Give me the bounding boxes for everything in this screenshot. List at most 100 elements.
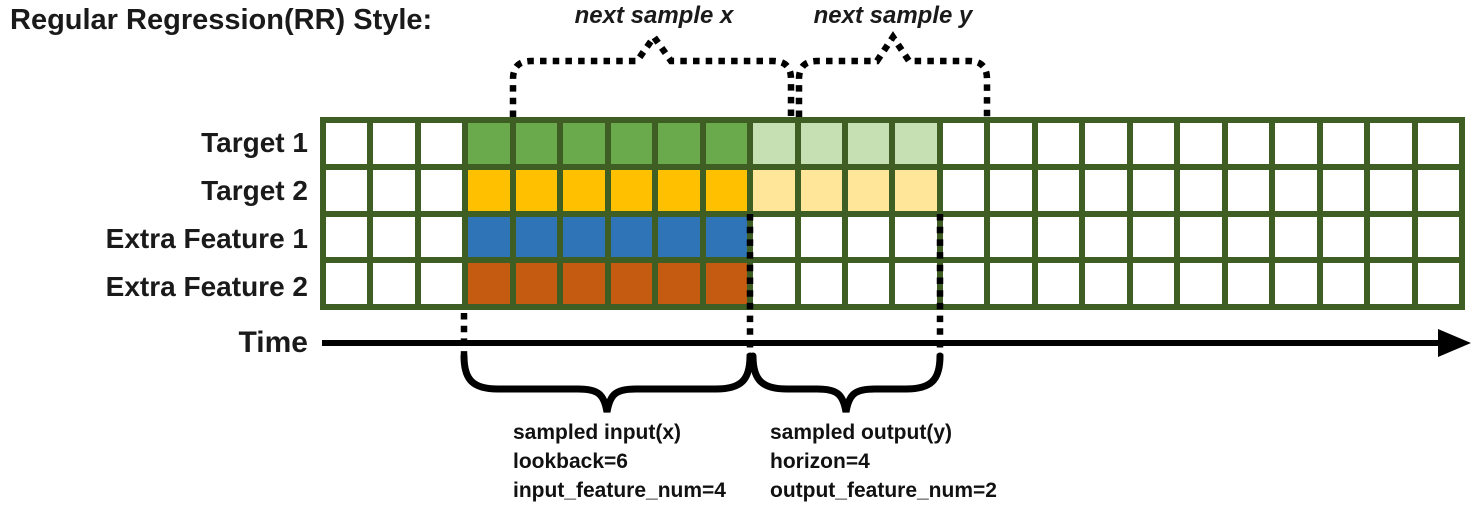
grid-cell bbox=[1227, 263, 1270, 304]
grid-cell bbox=[1275, 169, 1317, 211]
grid-cell bbox=[1370, 263, 1412, 304]
grid-cell bbox=[1370, 123, 1412, 164]
grid-cell bbox=[515, 123, 558, 164]
sampled-input-brace bbox=[460, 352, 754, 413]
grid-cell bbox=[800, 169, 843, 211]
grid-cell bbox=[373, 169, 415, 211]
sampled-input-title: sampled input(x) bbox=[513, 421, 682, 444]
grid-cell bbox=[1132, 123, 1175, 164]
grid-cell bbox=[1180, 123, 1222, 164]
grid-cell bbox=[1417, 216, 1459, 258]
row-label-target-1: Target 1 bbox=[201, 127, 308, 158]
grid-cell bbox=[753, 123, 795, 164]
grid-cell bbox=[468, 216, 510, 258]
grid-cell bbox=[705, 169, 748, 211]
grid-cell bbox=[610, 123, 653, 164]
grid-cell bbox=[1370, 169, 1412, 211]
grid-cell bbox=[373, 263, 415, 304]
grid-cell bbox=[753, 263, 795, 304]
grid-cell bbox=[610, 169, 653, 211]
grid-cell bbox=[1085, 216, 1127, 258]
grid-cell bbox=[848, 263, 890, 304]
grid-cell bbox=[1322, 169, 1365, 211]
grid-cell bbox=[1370, 216, 1412, 258]
grid-cell bbox=[1275, 263, 1317, 304]
grid-cell bbox=[1322, 263, 1365, 304]
next-sample-x-brace bbox=[509, 31, 795, 117]
grid-cell bbox=[563, 263, 605, 304]
time-axis-label: Time bbox=[238, 326, 308, 359]
grid-cell bbox=[1322, 123, 1365, 164]
next-sample-x-label: next sample x bbox=[574, 2, 734, 29]
grid-cell bbox=[420, 169, 463, 211]
grid-cell bbox=[1085, 169, 1127, 211]
grid-cell bbox=[753, 216, 795, 258]
timeline-grid bbox=[320, 117, 1465, 310]
grid-cell bbox=[326, 263, 368, 304]
grid-cell bbox=[942, 123, 985, 164]
grid-cell bbox=[515, 216, 558, 258]
grid-cell bbox=[1275, 216, 1317, 258]
grid-cell bbox=[1227, 216, 1270, 258]
grid-cell bbox=[1037, 263, 1080, 304]
sampled-input-note: sampled input(x) lookback=6 input_featur… bbox=[513, 418, 726, 505]
grid-cell bbox=[1180, 263, 1222, 304]
grid-cell bbox=[515, 263, 558, 304]
grid-cell bbox=[373, 123, 415, 164]
row-label-extra-feature-2: Extra Feature 2 bbox=[105, 271, 308, 302]
grid-cell bbox=[1417, 123, 1459, 164]
grid-cell bbox=[1132, 263, 1175, 304]
grid-cell bbox=[800, 263, 843, 304]
grid-cell bbox=[990, 169, 1032, 211]
sampled-output-brace bbox=[749, 352, 944, 413]
grid-cell bbox=[1132, 216, 1175, 258]
sampled-output-note: sampled output(y) horizon=4 output_featu… bbox=[770, 418, 997, 505]
grid-cell bbox=[658, 123, 700, 164]
grid-cell bbox=[942, 216, 985, 258]
grid-cell bbox=[563, 123, 605, 164]
grid-cell bbox=[1037, 123, 1080, 164]
grid-cell bbox=[800, 216, 843, 258]
grid-cell bbox=[1180, 216, 1222, 258]
grid-cell bbox=[1180, 169, 1222, 211]
next-sample-y-brace bbox=[795, 31, 991, 117]
grid-cell bbox=[658, 263, 700, 304]
grid-cell bbox=[800, 123, 843, 164]
grid-cell bbox=[468, 263, 510, 304]
row-label-target-2: Target 2 bbox=[201, 175, 308, 206]
grid-cell bbox=[1132, 169, 1175, 211]
sampled-output-title: sampled output(y) bbox=[770, 421, 952, 444]
input-feature-num: input_feature_num=4 bbox=[513, 479, 726, 502]
grid-cell bbox=[753, 169, 795, 211]
grid-cell bbox=[1085, 263, 1127, 304]
grid-cell bbox=[705, 216, 748, 258]
grid-cell bbox=[848, 216, 890, 258]
grid-cell bbox=[895, 216, 937, 258]
horizon-value: horizon=4 bbox=[770, 450, 870, 473]
grid-cell bbox=[1227, 123, 1270, 164]
grid-cell bbox=[895, 169, 937, 211]
grid-cell bbox=[515, 169, 558, 211]
grid-cell bbox=[1275, 123, 1317, 164]
grid-cell bbox=[468, 169, 510, 211]
lookback-value: lookback=6 bbox=[513, 450, 628, 473]
grid-cell bbox=[610, 216, 653, 258]
grid-cell bbox=[895, 263, 937, 304]
grid-cell bbox=[658, 216, 700, 258]
grid-cell bbox=[942, 169, 985, 211]
grid-cell bbox=[990, 216, 1032, 258]
grid-cell bbox=[1037, 216, 1080, 258]
time-arrow-head-icon bbox=[1438, 329, 1471, 357]
grid-cell bbox=[1037, 169, 1080, 211]
grid-cell bbox=[420, 123, 463, 164]
row-label-extra-feature-1: Extra Feature 1 bbox=[105, 223, 308, 254]
grid-cell bbox=[1227, 169, 1270, 211]
grid-cell bbox=[563, 169, 605, 211]
output-feature-num: output_feature_num=2 bbox=[770, 479, 997, 502]
page-title: Regular Regression(RR) Style: bbox=[10, 4, 433, 36]
grid-cell bbox=[420, 263, 463, 304]
grid-cell bbox=[610, 263, 653, 304]
grid-cell bbox=[895, 123, 937, 164]
grid-cell bbox=[373, 216, 415, 258]
